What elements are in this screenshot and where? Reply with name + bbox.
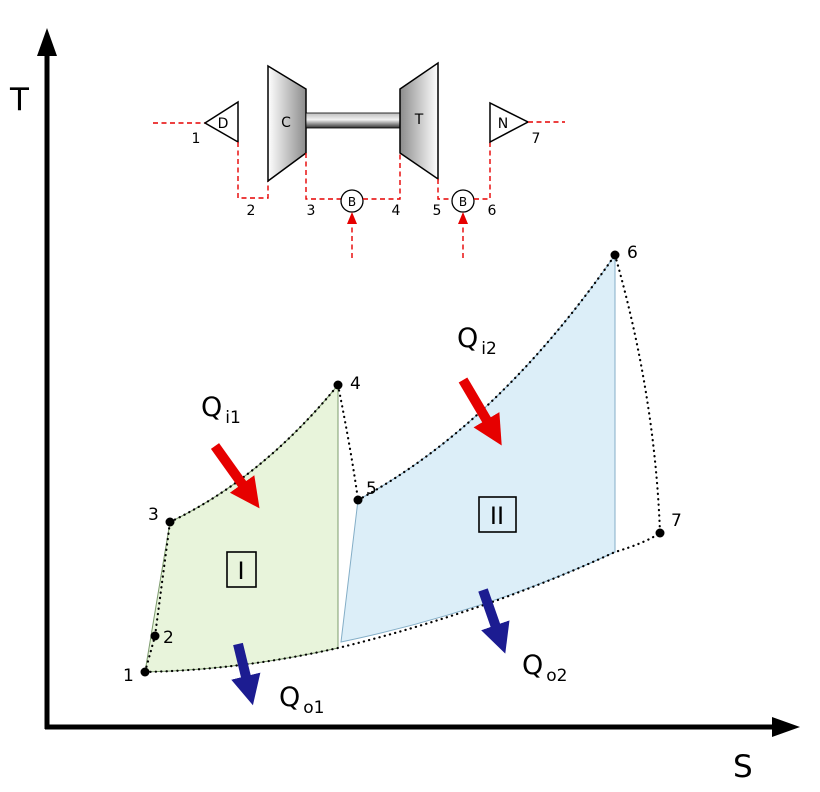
station-3-label: 3 [307, 203, 316, 219]
station-4-label: 4 [392, 203, 401, 219]
process-4-5-curve [336, 383, 360, 502]
point-5-label: 5 [366, 479, 377, 499]
y-axis-arrowhead-icon [37, 28, 57, 56]
compressor-label: C [281, 115, 291, 131]
process-5-6-curve [356, 253, 617, 502]
flow-line-c-to-burner1 [305, 153, 341, 200]
diffuser-icon [203, 100, 239, 144]
process-3-4-curve [168, 383, 340, 524]
state-point-3 [165, 517, 175, 527]
point-1-label: 1 [123, 666, 134, 686]
state-point-2 [150, 631, 160, 641]
nozzle-label: N [498, 116, 508, 132]
qo2-arrow [478, 588, 510, 654]
flow-line-t-to-burner2 [437, 179, 452, 200]
qo2-symbol: Q [522, 650, 543, 681]
nozzle-icon [489, 101, 530, 144]
burner2-label: B [459, 195, 467, 209]
qi1-subscript: i1 [225, 408, 241, 428]
turbine-label: T [414, 112, 424, 128]
qo1-subscript: o1 [303, 698, 324, 718]
diffuser-label: D [218, 116, 229, 132]
station-6-label: 6 [488, 203, 497, 219]
burner1-label: B [348, 195, 356, 209]
flow-line-d-to-c [237, 142, 269, 199]
qi2-arrow [458, 377, 502, 446]
point-4-label: 4 [350, 374, 361, 394]
station-2-label: 2 [247, 203, 256, 219]
station-7-label: 7 [532, 131, 541, 147]
region-i-area [144, 383, 339, 673]
region-i-label: I [237, 557, 244, 585]
burner2-fuel-arrowhead-icon [458, 212, 468, 224]
region-ii-box [478, 496, 517, 533]
process-6-7-curve [613, 253, 662, 535]
qi2-symbol: Q [457, 323, 478, 354]
point-3-label: 3 [148, 505, 159, 525]
flow-line-burner1-to-t [363, 154, 401, 200]
state-point-7 [655, 528, 665, 538]
x-axis-label: S [733, 749, 753, 785]
region-i-box [226, 551, 257, 588]
point-6-label: 6 [627, 243, 638, 263]
burner1-fuel-arrowhead-icon [347, 212, 357, 224]
flow-line-burner2-to-n [474, 142, 491, 200]
region-ii-area [340, 253, 616, 643]
qi2-subscript: i2 [481, 339, 497, 359]
x-axis-arrowhead-icon [772, 717, 800, 737]
state-point-5 [353, 495, 363, 505]
y-axis-label: T [9, 82, 30, 118]
state-point-6 [610, 250, 620, 260]
engine-schematic: D 1 2 C T 3 B 4 5 B 6 N 7 [153, 61, 565, 258]
state-point-4 [333, 380, 343, 390]
qo1-symbol: Q [279, 682, 300, 713]
point-7-label: 7 [671, 511, 682, 531]
point-2-label: 2 [163, 628, 174, 648]
qi1-arrow [210, 443, 260, 509]
region-ii-label: II [490, 502, 504, 530]
process-7-1-curve [143, 531, 662, 674]
qi1-symbol: Q [201, 392, 222, 423]
qo2-subscript: o2 [546, 666, 567, 686]
qo1-arrow [231, 642, 261, 706]
station-5-label: 5 [433, 203, 442, 219]
state-point-1 [140, 667, 150, 677]
station-1-label: 1 [192, 131, 201, 147]
shaft-icon [305, 112, 401, 129]
